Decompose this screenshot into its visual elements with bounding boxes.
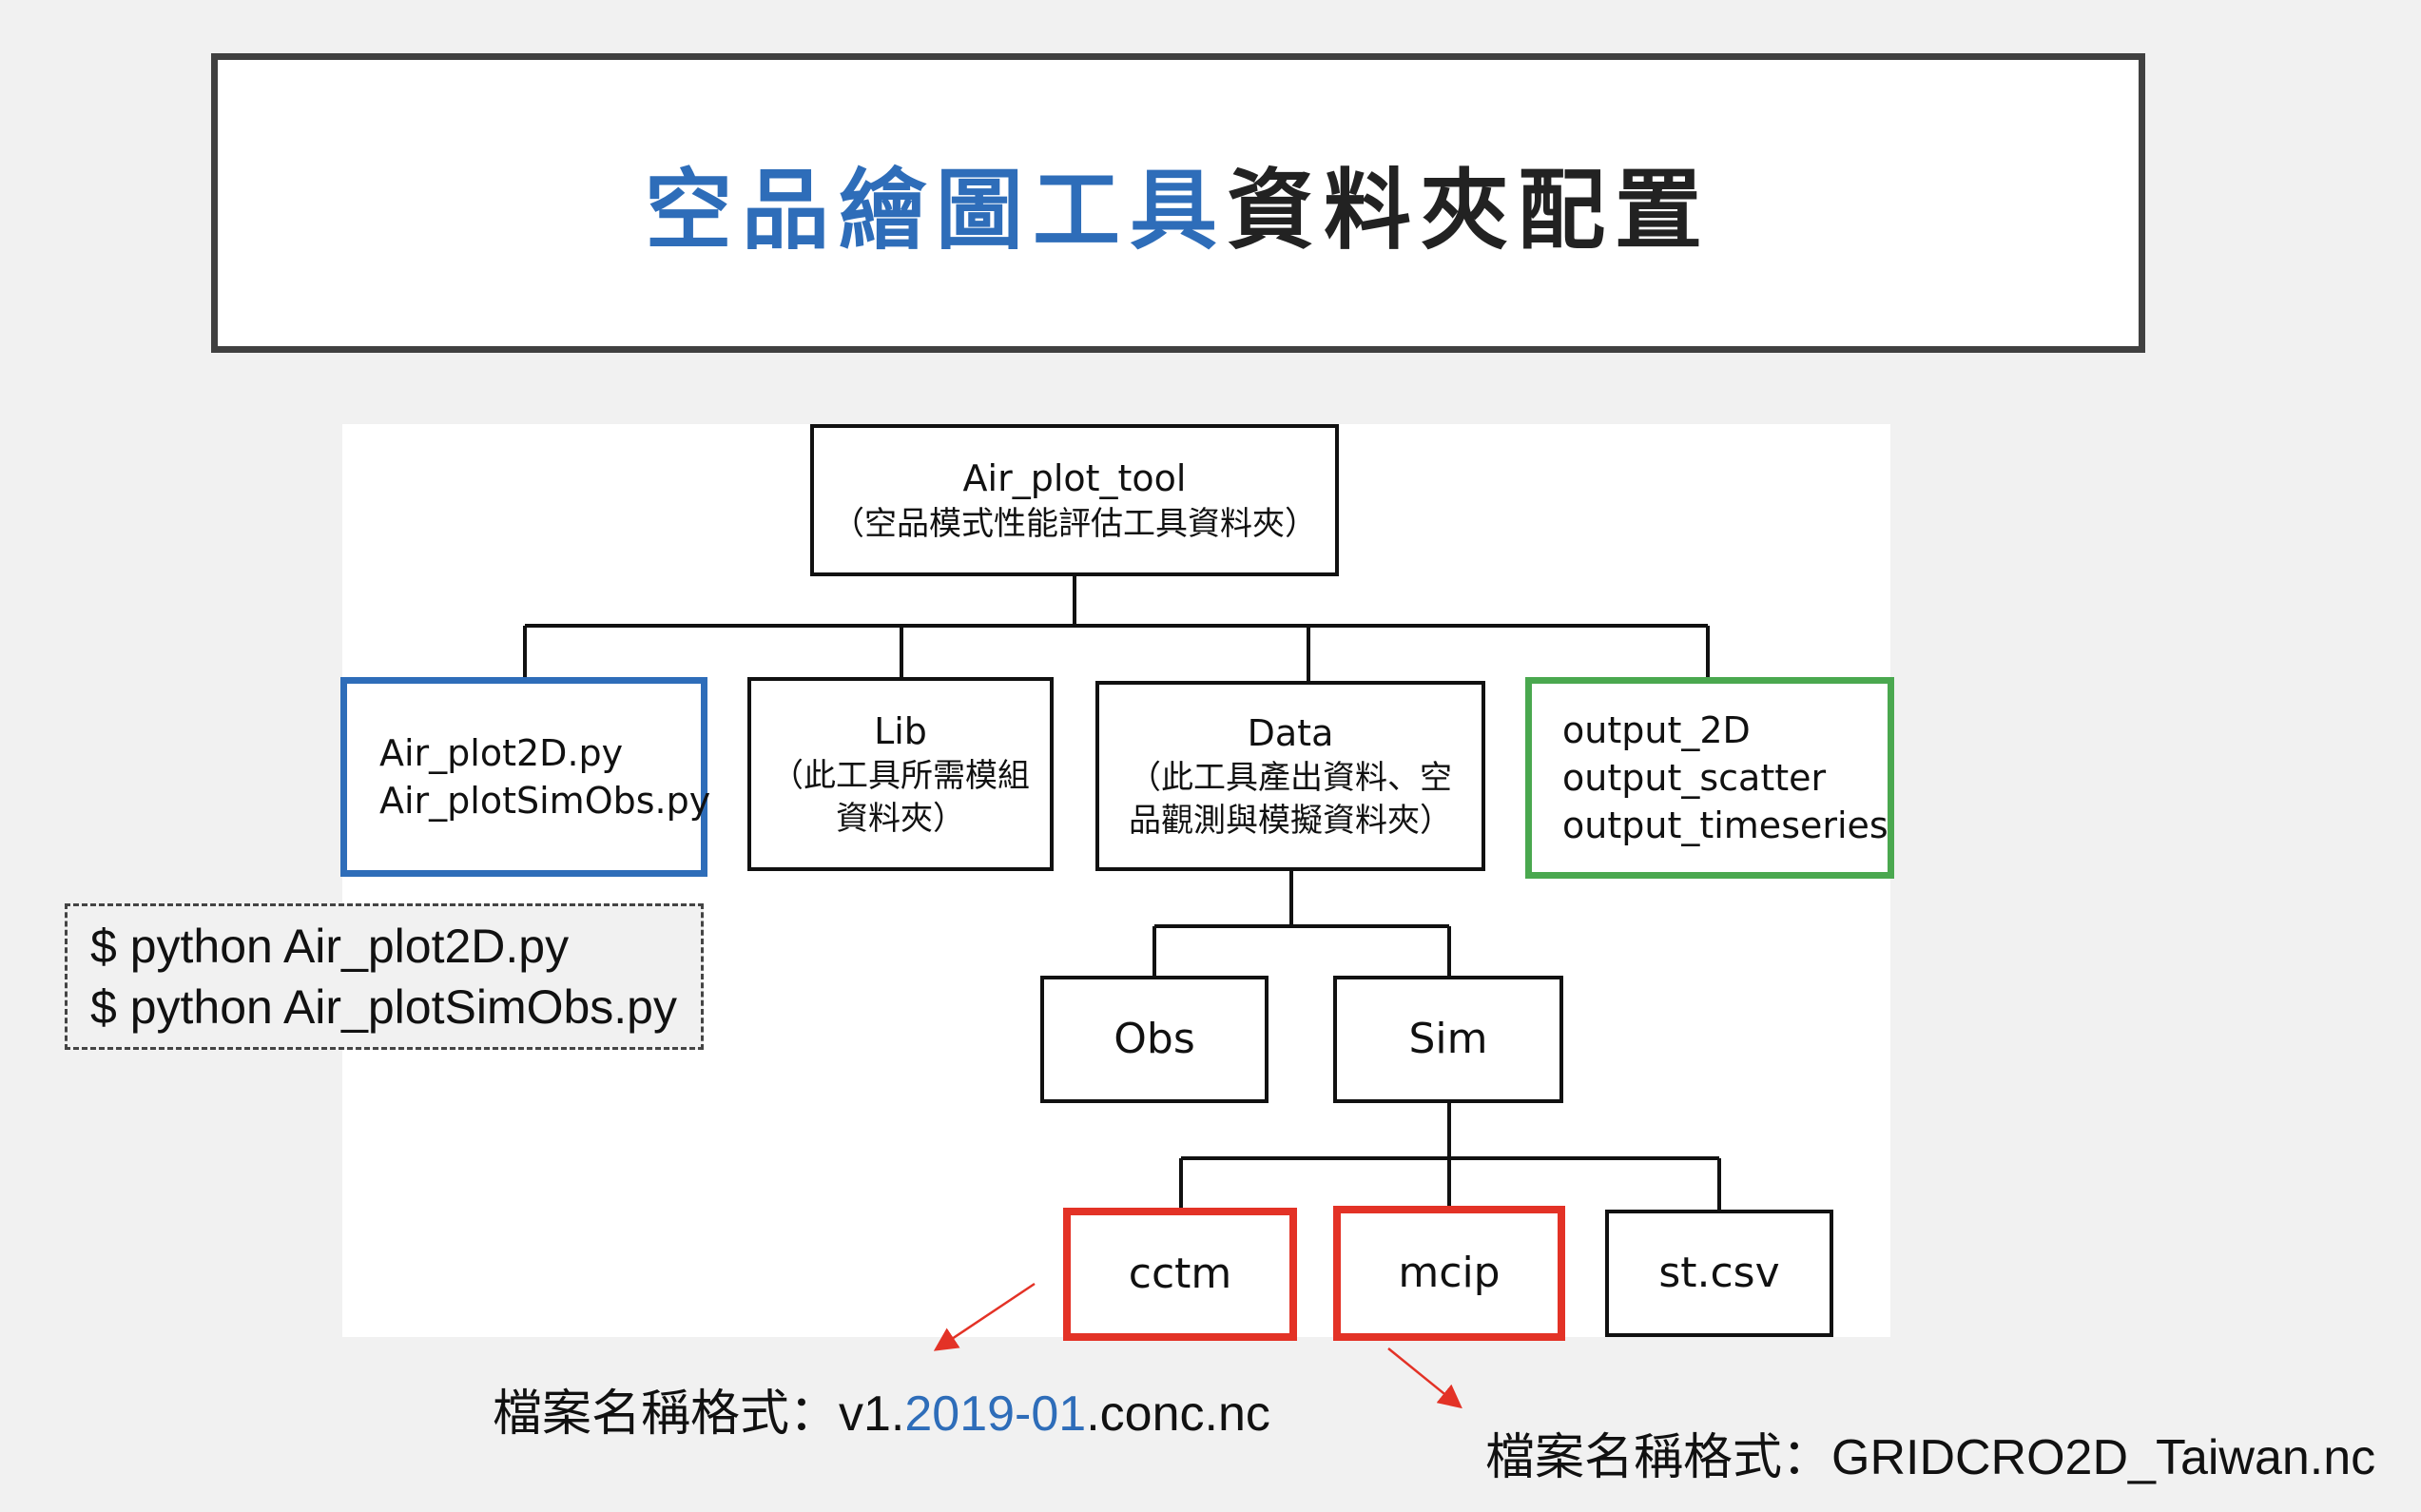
note-cctm-filename: 檔案名稱格式：v1.2019-01.conc.nc <box>493 1373 1270 1444</box>
node-lib-desc-2: 資料夾） <box>836 800 965 839</box>
node-scripts-line2: Air_plotSimObs.py <box>379 780 711 822</box>
note-cctm-suffix: .conc.nc <box>1086 1386 1270 1442</box>
node-data: Data （此工具產出資料、空 品觀測與模擬資料夾） <box>1095 681 1485 871</box>
page-title-rest: 資料夾配置 <box>1227 160 1713 262</box>
node-air-plot-tool-desc: （空品模式性能評估工具資料夾） <box>832 504 1317 543</box>
node-data-desc-1: （此工具產出資料、空 <box>1129 759 1452 798</box>
node-obs-label: Obs <box>1114 1014 1195 1063</box>
arrow-mcip-note <box>1387 1347 1462 1409</box>
node-obs: Obs <box>1040 976 1269 1103</box>
node-scripts-line1: Air_plot2D.py <box>379 731 624 774</box>
node-lib-label: Lib <box>874 710 927 753</box>
diagram-panel <box>342 424 1890 1337</box>
node-lib-desc-1: （此工具所需模組 <box>771 757 1030 796</box>
node-output: output_2D output_scatter output_timeseri… <box>1525 677 1894 879</box>
note-cctm-prefix: 檔案名稱格式：v1. <box>493 1386 905 1442</box>
note-mcip-text: 檔案名稱格式：GRIDCRO2D_Taiwan.nc <box>1485 1430 2376 1485</box>
node-lib: Lib （此工具所需模組 資料夾） <box>747 677 1054 871</box>
node-air-plot-tool-label: Air_plot_tool <box>962 457 1187 500</box>
node-cctm: cctm <box>1063 1208 1297 1341</box>
title-box: 空品繪圖工具資料夾配置 <box>211 53 2145 353</box>
node-sim: Sim <box>1333 976 1563 1103</box>
node-output-line3: output_timeseries <box>1562 804 1888 847</box>
command-box: $ python Air_plot2D.py $ python Air_plot… <box>65 903 704 1050</box>
node-data-label: Data <box>1247 712 1334 755</box>
node-air-plot-tool: Air_plot_tool （空品模式性能評估工具資料夾） <box>810 424 1339 576</box>
node-output-line2: output_scatter <box>1562 756 1827 799</box>
node-output-line1: output_2D <box>1562 708 1751 751</box>
page-title: 空品繪圖工具資料夾配置 <box>645 140 1712 266</box>
page-title-highlight: 空品繪圖工具 <box>644 160 1227 262</box>
node-data-desc-2: 品觀測與模擬資料夾） <box>1129 802 1452 841</box>
node-mcip: mcip <box>1333 1206 1565 1341</box>
node-scripts: Air_plot2D.py Air_plotSimObs.py <box>340 677 711 877</box>
command-line-2: $ python Air_plotSimObs.py <box>90 980 677 1034</box>
node-sim-label: Sim <box>1408 1014 1488 1063</box>
node-stcsv: st.csv <box>1605 1210 1833 1337</box>
command-line-1: $ python Air_plot2D.py <box>90 920 570 973</box>
node-cctm-label: cctm <box>1128 1249 1232 1298</box>
note-mcip-filename: 檔案名稱格式：GRIDCRO2D_Taiwan.nc <box>1485 1417 2375 1488</box>
node-stcsv-label: st.csv <box>1658 1248 1780 1297</box>
note-cctm-date: 2019-01 <box>904 1386 1087 1442</box>
node-mcip-label: mcip <box>1398 1248 1501 1297</box>
